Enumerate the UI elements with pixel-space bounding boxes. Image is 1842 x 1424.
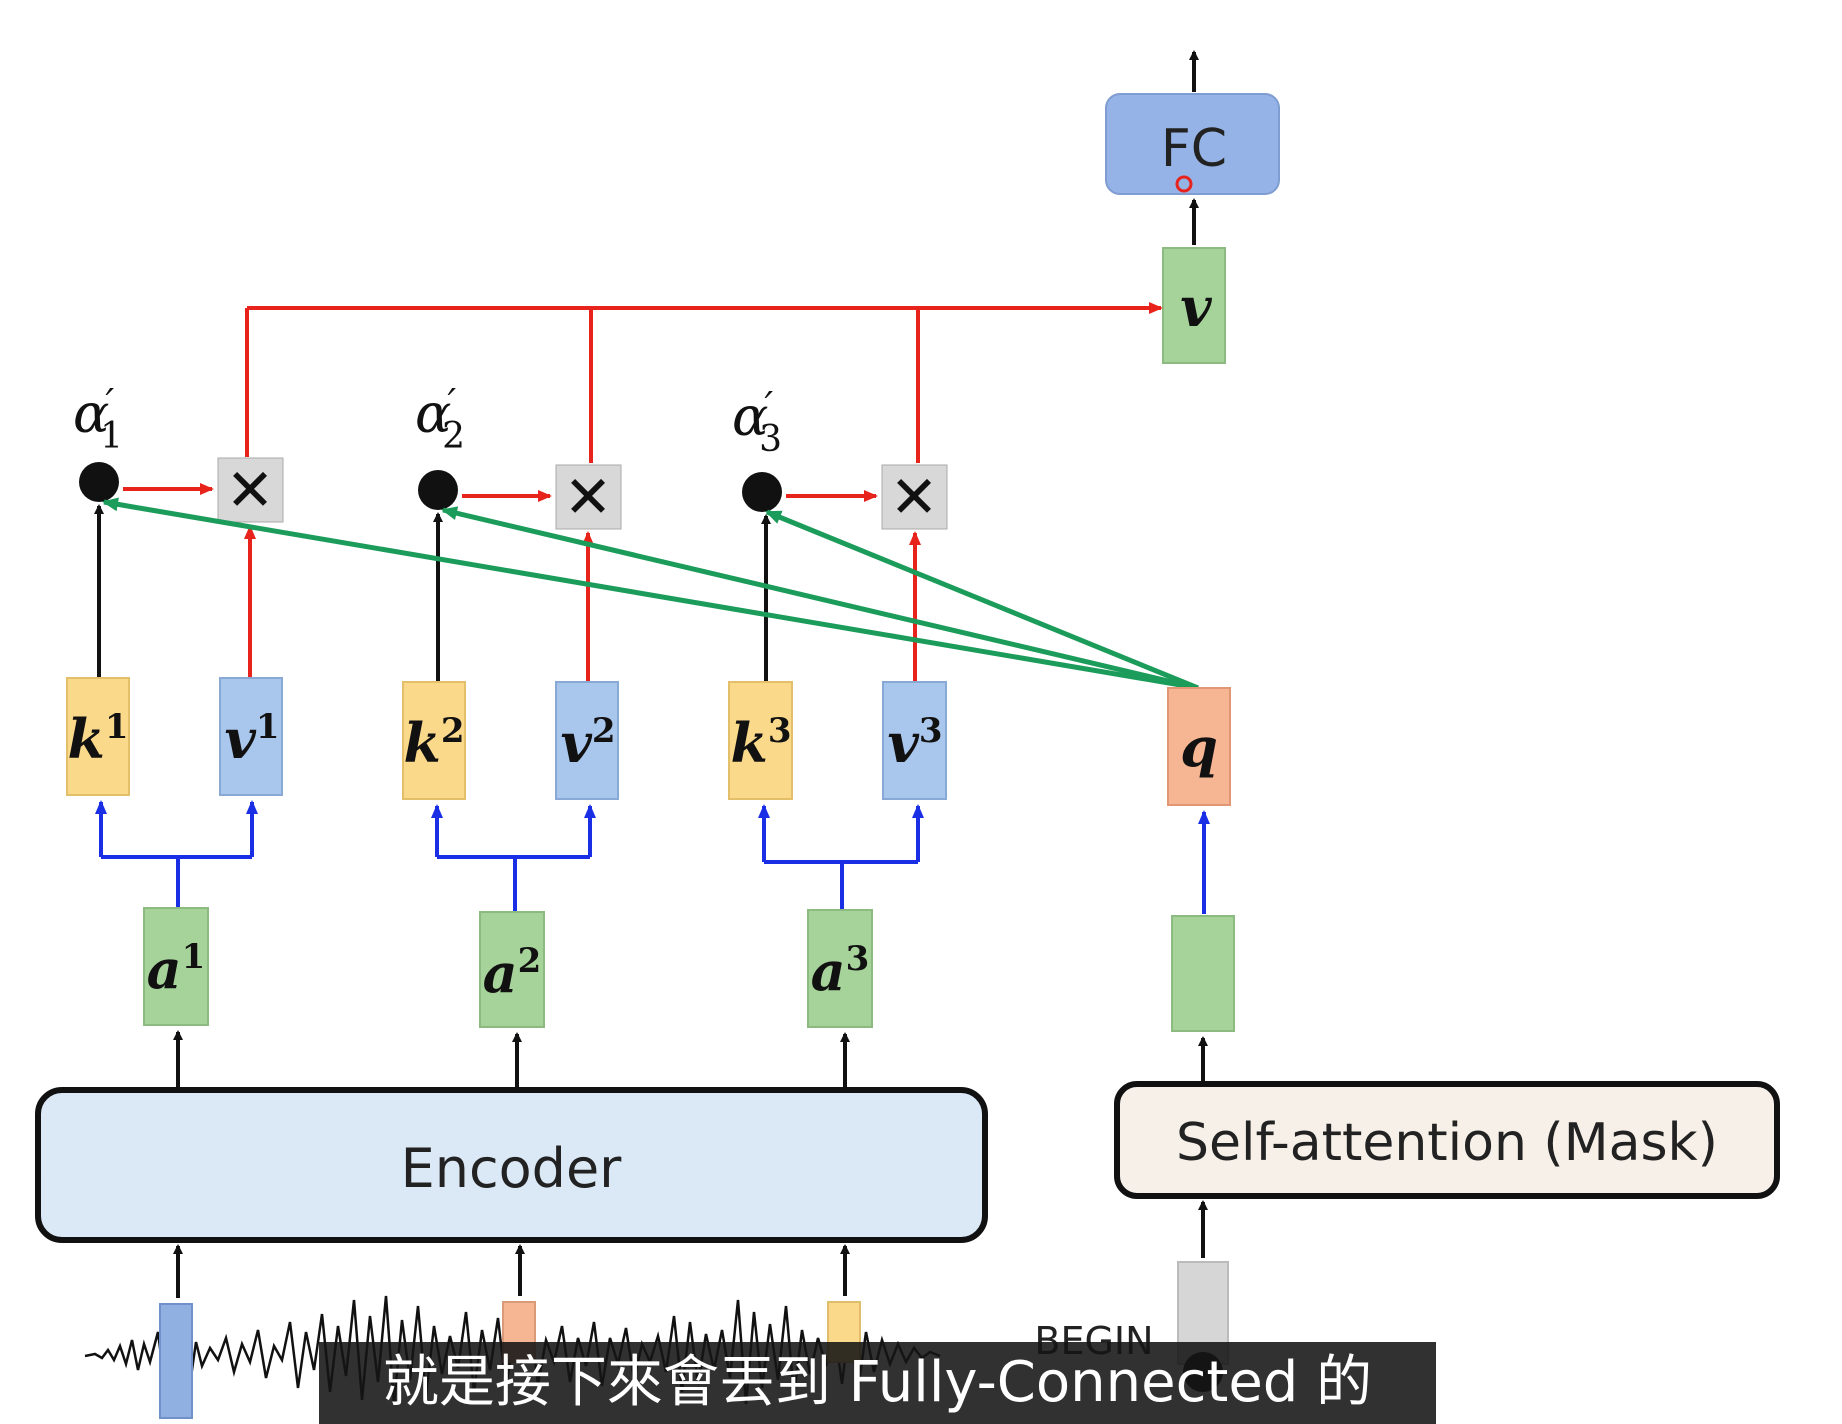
fork-2: [431, 804, 596, 912]
fork-1: [95, 800, 258, 908]
value-label-1: v1: [224, 707, 279, 771]
multiply-symbol-2: ✕: [564, 463, 613, 531]
input-frame-1: [159, 1303, 193, 1419]
query-box: [1167, 687, 1231, 806]
value-box-2: [555, 681, 619, 800]
decoder-output-box: [1171, 915, 1235, 1032]
encoder-block: [35, 1087, 988, 1243]
q-to-alpha2-arrow: [441, 506, 1199, 691]
key-box-3: [728, 681, 793, 800]
multiply-box-3: [881, 464, 948, 530]
fc-label: FC: [1161, 119, 1227, 179]
query-label: q: [1180, 715, 1218, 779]
alpha-dot-3: [742, 472, 782, 512]
key-label-3: k3: [730, 711, 791, 775]
output-v-label: v: [1180, 275, 1212, 339]
encoder-output-box-3: [807, 909, 873, 1028]
self-attention-block: [1114, 1081, 1780, 1199]
output-v-box: [1162, 247, 1226, 364]
key-box-2: [402, 681, 466, 800]
self-attention-label: Self-attention (Mask): [1176, 1113, 1718, 1173]
multiply-box-2: [555, 464, 622, 530]
encoder-output-label-1: a1: [147, 937, 206, 1001]
encoder-label: Encoder: [401, 1137, 623, 1200]
value-box-1: [219, 677, 283, 796]
encoder-output-label-3: a3: [811, 939, 870, 1003]
q-to-alpha1-arrow: [102, 497, 1199, 691]
cursor-marker-icon: [1175, 175, 1193, 193]
encoder-output-label-2: a2: [483, 941, 542, 1005]
fc-box: [1105, 93, 1280, 195]
multiply-symbol-1: ✕: [226, 456, 275, 524]
alpha-dot-2: [418, 470, 458, 510]
alpha-label-3: α′3: [732, 384, 782, 460]
q-to-alpha3-arrow: [765, 509, 1199, 691]
alpha-dot-1: [79, 462, 119, 502]
fork-3: [758, 804, 924, 910]
key-label-2: k2: [403, 711, 464, 775]
multiply-box-1: [217, 457, 284, 523]
video-subtitle: 就是接下來會丟到 Fully-Connected 的: [319, 1342, 1436, 1424]
multiply-symbol-3: ✕: [890, 463, 939, 531]
key-box-1: [66, 677, 130, 796]
key-label-1: k1: [67, 707, 128, 771]
encoder-output-box-1: [143, 907, 209, 1026]
alpha-label-1: α′1: [73, 381, 123, 457]
value-label-3: v3: [887, 711, 942, 775]
value-box-3: [882, 681, 947, 800]
encoder-output-box-2: [479, 911, 545, 1028]
value-label-2: v2: [560, 711, 615, 775]
alpha-label-2: α′2: [415, 381, 465, 457]
